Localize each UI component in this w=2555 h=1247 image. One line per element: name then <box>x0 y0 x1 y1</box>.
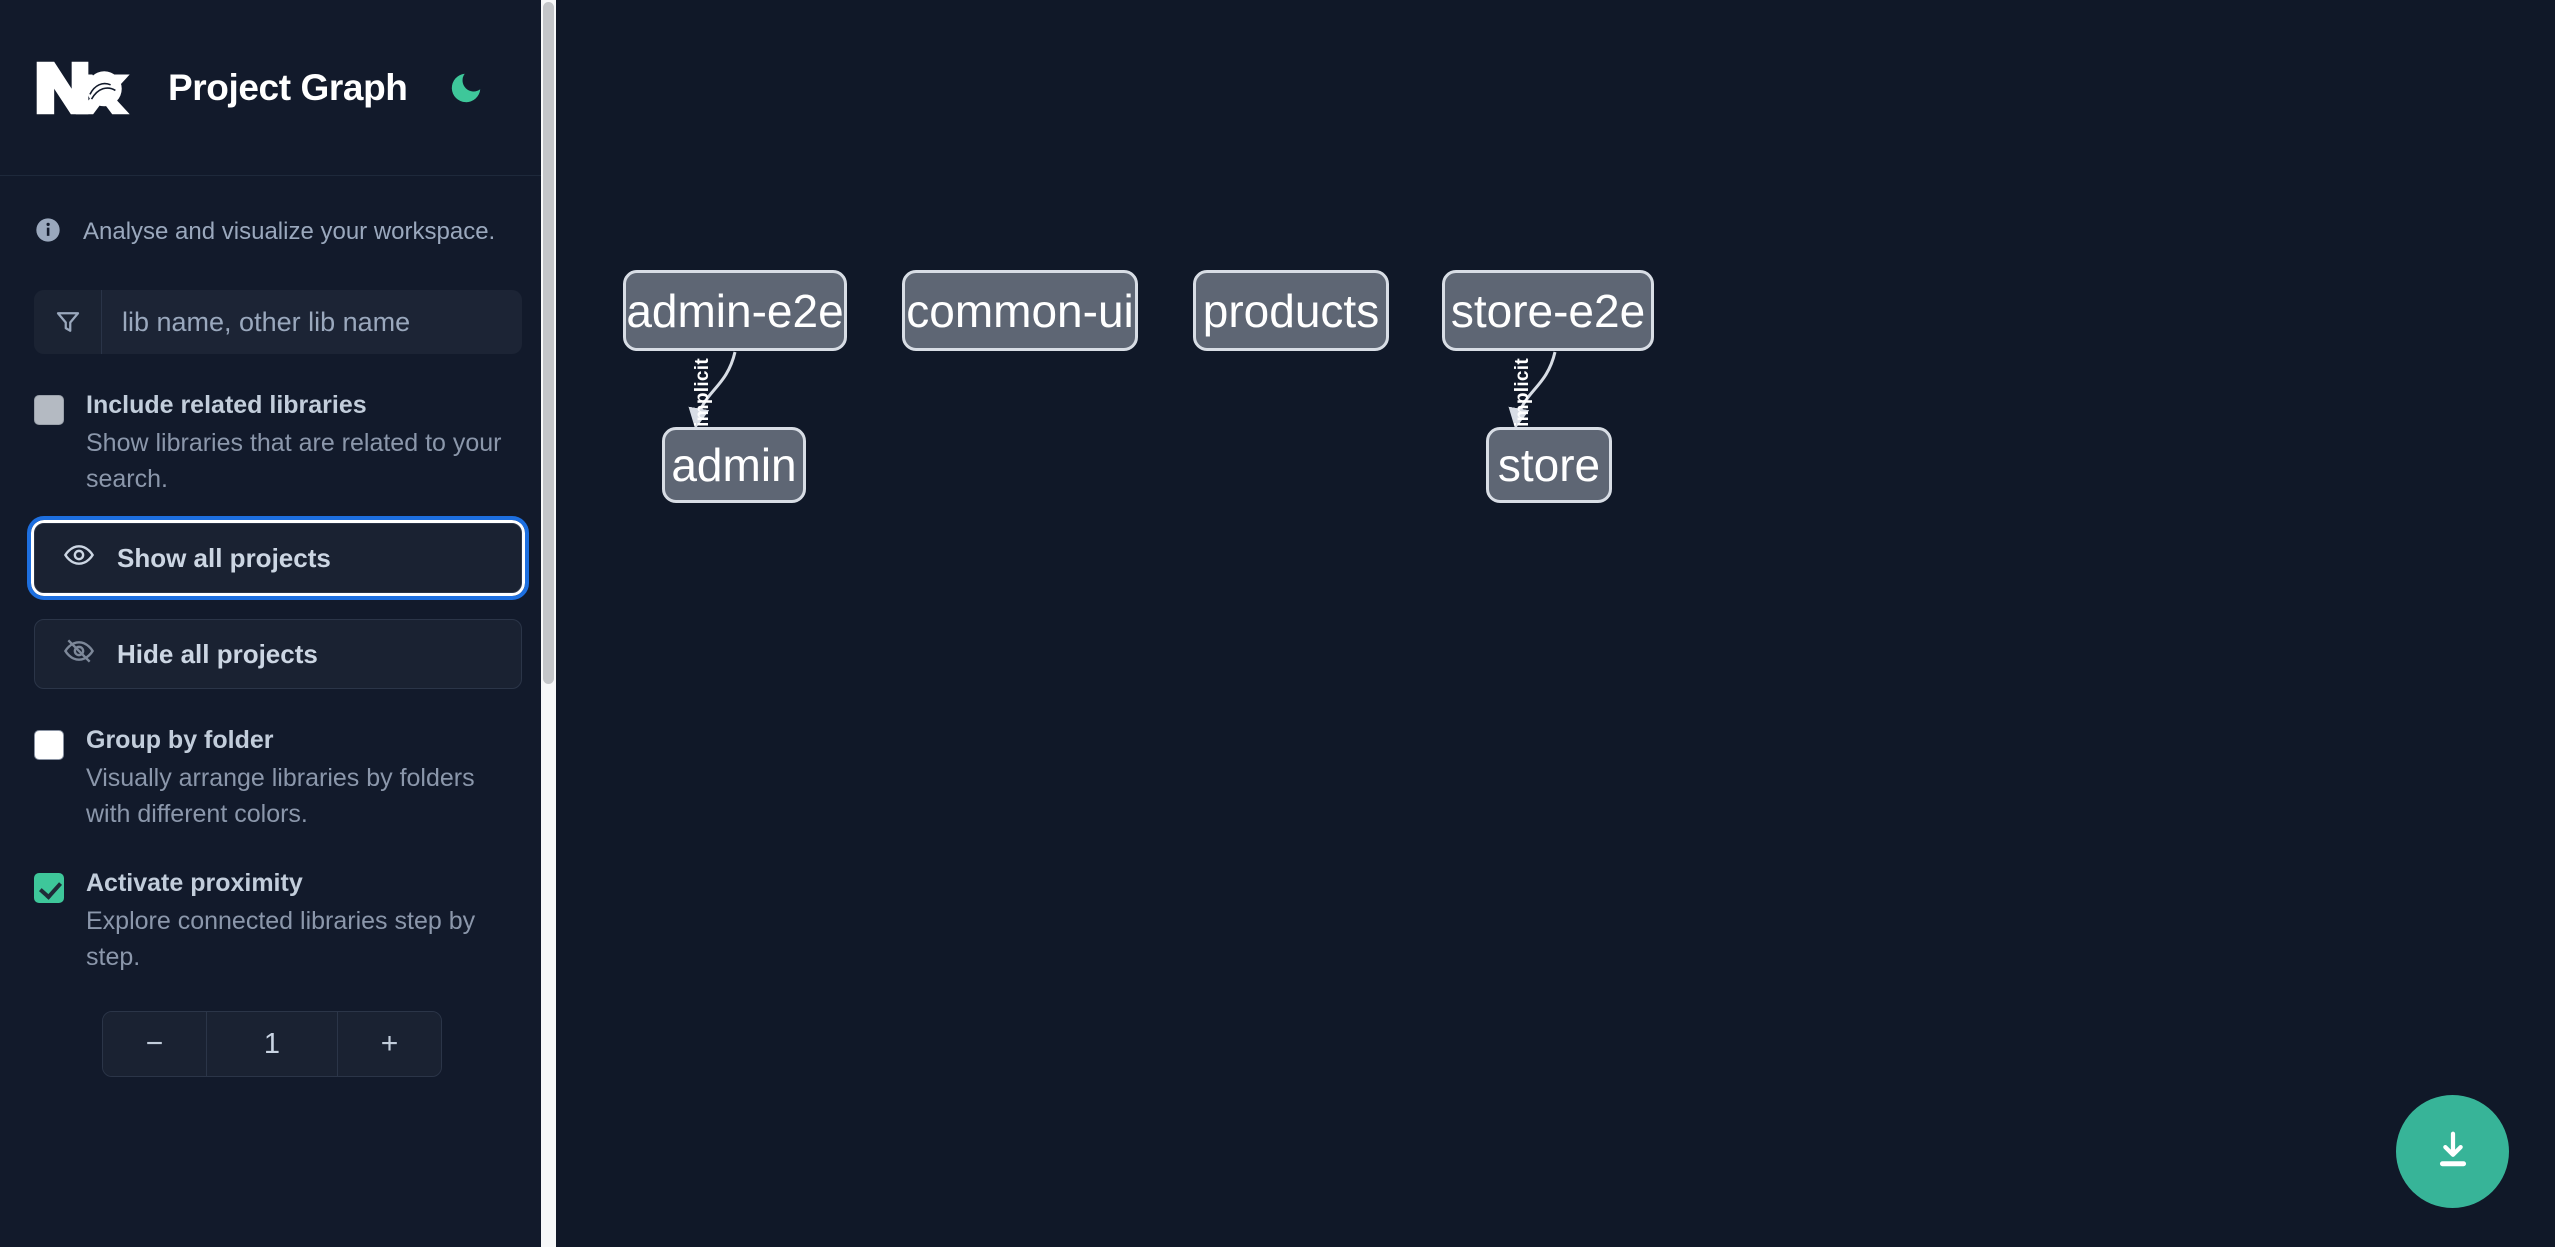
eye-off-icon <box>63 635 95 674</box>
sidebar: Project Graph Analyse and visualize your… <box>0 0 556 1247</box>
download-icon <box>2430 1127 2476 1176</box>
filter-icon[interactable] <box>34 290 102 354</box>
include-related-libraries-description: Show libraries that are related to your … <box>86 429 502 493</box>
moon-icon[interactable] <box>443 65 489 111</box>
graph-edges <box>688 351 1557 430</box>
proximity-stepper-row: − 1 + <box>34 1011 522 1077</box>
hide-all-projects-button[interactable]: Hide all projects <box>34 619 522 689</box>
search-bar <box>34 290 522 354</box>
node-label: admin-e2e <box>626 284 844 337</box>
proximity-decrement-button[interactable]: − <box>103 1012 207 1076</box>
activate-proximity-checkbox[interactable] <box>34 873 64 903</box>
option-activate-proximity: Activate proximity Explore connected lib… <box>34 868 522 975</box>
sidebar-body: Analyse and visualize your workspace. In… <box>0 176 556 1077</box>
node-label: store-e2e <box>1450 284 1646 337</box>
sidebar-scrollbar-track[interactable] <box>541 0 556 1247</box>
graph-node-admin-e2e[interactable]: admin-e2e <box>623 270 847 351</box>
graph-canvas[interactable]: admin-e2e common-ui products store-e2e a… <box>556 0 2555 1247</box>
graph-node-store[interactable]: store <box>1486 427 1612 503</box>
group-by-folder-description: Visually arrange libraries by folders wi… <box>86 764 475 828</box>
include-related-libraries-checkbox[interactable] <box>34 395 64 425</box>
node-label: store <box>1497 439 1601 491</box>
edge-label-admin-implicit: implicit <box>692 358 713 427</box>
graph-node-common-ui[interactable]: common-ui <box>902 270 1138 351</box>
eye-icon <box>63 539 95 578</box>
graph-node-store-e2e[interactable]: store-e2e <box>1442 270 1654 351</box>
nx-logo-icon <box>34 57 130 119</box>
group-by-folder-checkbox[interactable] <box>34 730 64 760</box>
group-by-folder-label[interactable]: Group by folder <box>86 726 274 754</box>
proximity-increment-button[interactable]: + <box>337 1012 441 1076</box>
hide-all-projects-label: Hide all projects <box>117 638 318 669</box>
graph-node-products[interactable]: products <box>1193 270 1389 351</box>
proximity-value: 1 <box>263 1027 281 1060</box>
node-label: products <box>1202 284 1380 337</box>
include-related-libraries-label[interactable]: Include related libraries <box>86 391 367 419</box>
node-label: admin <box>671 439 797 491</box>
info-icon <box>34 216 62 249</box>
sidebar-scrollbar-thumb[interactable] <box>543 2 554 684</box>
show-all-projects-button[interactable]: Show all projects <box>27 516 529 600</box>
workspace-hint-text: Analyse and visualize your workspace. <box>83 218 496 245</box>
node-label: common-ui <box>906 284 1134 337</box>
download-graph-button[interactable] <box>2396 1095 2509 1208</box>
workspace-hint: Analyse and visualize your workspace. <box>34 176 522 280</box>
edge-label-store-implicit: implicit <box>1512 358 1533 427</box>
proximity-stepper: − 1 + <box>102 1011 442 1077</box>
sidebar-header: Project Graph <box>0 0 556 176</box>
show-all-projects-label: Show all projects <box>117 542 331 573</box>
activate-proximity-label[interactable]: Activate proximity <box>86 869 303 897</box>
graph-node-admin[interactable]: admin <box>662 427 806 503</box>
option-include-related-libraries: Include related libraries Show libraries… <box>34 390 522 497</box>
page-title: Project Graph <box>168 66 408 108</box>
activate-proximity-description: Explore connected libraries step by step… <box>86 907 476 971</box>
option-group-by-folder: Group by folder Visually arrange librari… <box>34 725 522 832</box>
search-input[interactable] <box>102 290 522 354</box>
